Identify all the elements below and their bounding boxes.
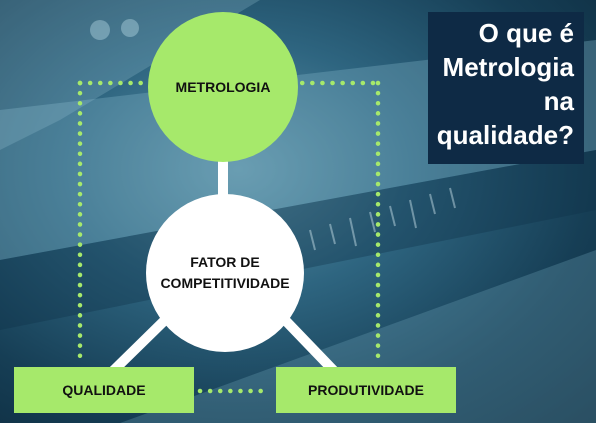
title-line-2: Metrologia bbox=[442, 52, 574, 82]
competitividade-node: FATOR DE COMPETITIVIDADE bbox=[146, 194, 304, 352]
produtividade-node: PRODUTIVIDADE bbox=[276, 367, 456, 413]
title-line-3: na bbox=[543, 86, 574, 116]
metrologia-label: METROLOGIA bbox=[175, 79, 271, 95]
white-connectors bbox=[108, 160, 339, 376]
title-line-4: qualidade? bbox=[436, 120, 574, 150]
center-label-line2: COMPETITIVIDADE bbox=[160, 275, 290, 291]
title-box: O que é Metrologia na qualidade? bbox=[428, 12, 584, 164]
qualidade-label: QUALIDADE bbox=[62, 382, 146, 398]
qualidade-node: QUALIDADE bbox=[14, 367, 194, 413]
center-label-line1: FATOR DE bbox=[190, 254, 260, 270]
dotted-connector-frame bbox=[77, 80, 381, 394]
metrologia-node: METROLOGIA bbox=[148, 12, 298, 162]
produtividade-label: PRODUTIVIDADE bbox=[308, 382, 424, 398]
title-line-1: O que é bbox=[478, 18, 574, 48]
